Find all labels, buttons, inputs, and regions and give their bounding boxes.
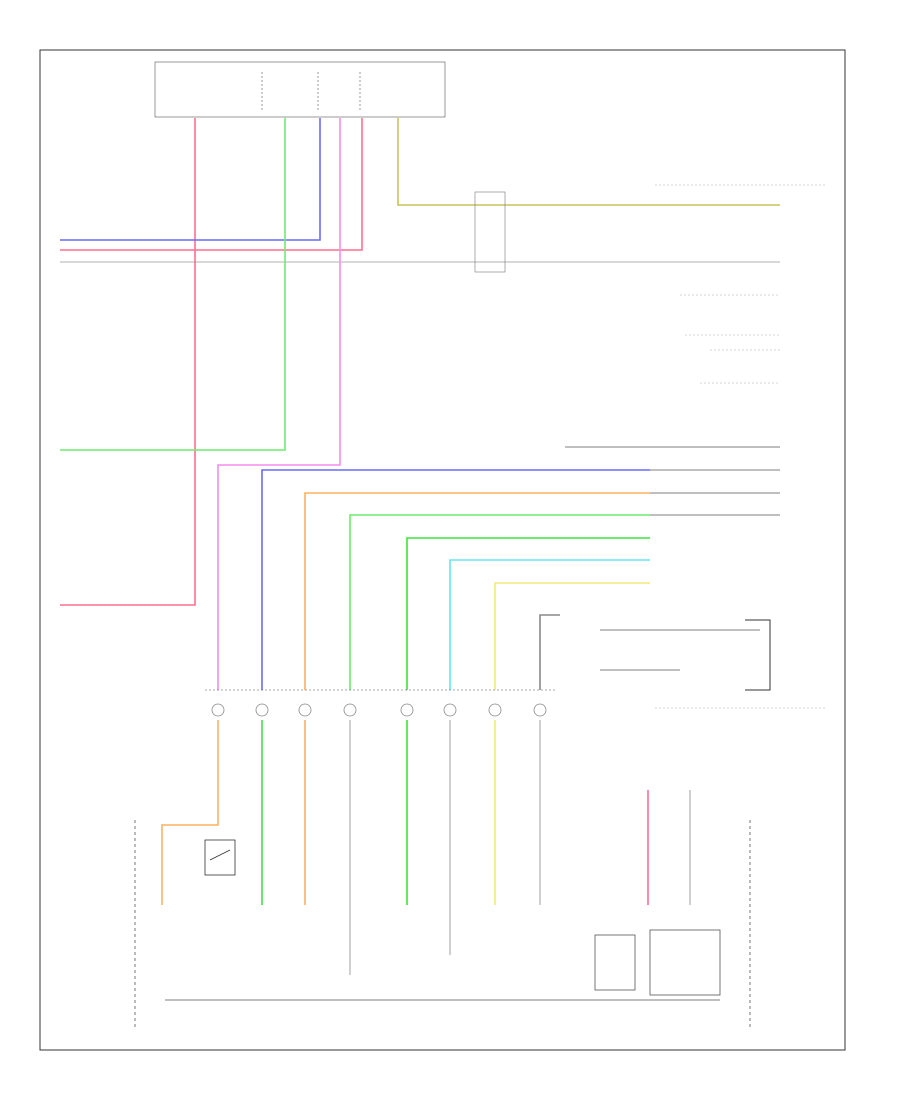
ground-bus bbox=[134, 820, 751, 1030]
wire-light-green-upper bbox=[60, 118, 286, 451]
wire-green bbox=[406, 537, 650, 690]
wire-pink bbox=[217, 118, 341, 690]
switch-lower-left bbox=[204, 839, 236, 876]
wire-red-top bbox=[60, 118, 363, 251]
splice-box bbox=[474, 191, 506, 273]
reference-lines bbox=[655, 184, 825, 709]
wire-yellow bbox=[494, 582, 650, 690]
wire-blue-top bbox=[60, 118, 321, 241]
wire-light-green bbox=[349, 514, 650, 690]
wire-pink-lower bbox=[161, 720, 219, 905]
wire-group bbox=[60, 118, 780, 975]
wire-orange bbox=[304, 492, 650, 690]
diagram-border bbox=[39, 49, 846, 1051]
wire-cyan bbox=[449, 559, 650, 690]
wire-gray-ground bbox=[539, 614, 560, 690]
wire-blue bbox=[261, 469, 650, 690]
lower-connector bbox=[205, 689, 555, 717]
wire-red bbox=[60, 118, 196, 606]
wire-olive bbox=[397, 118, 780, 206]
module-outline bbox=[745, 619, 771, 691]
top-connector-block bbox=[154, 61, 446, 118]
